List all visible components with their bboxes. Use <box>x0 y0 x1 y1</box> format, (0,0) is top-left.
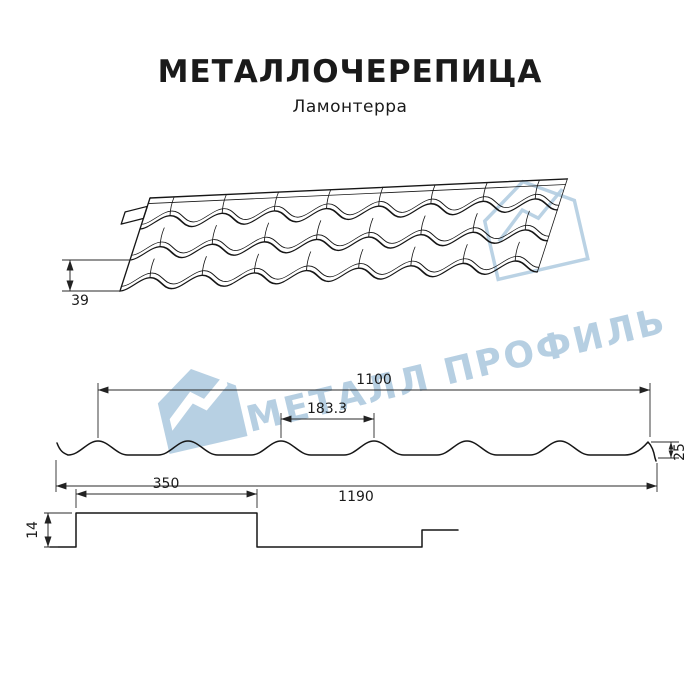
dim-350-label: 350 <box>153 476 180 492</box>
cross-section-extension-lines <box>55 383 679 492</box>
watermark-brand-text: МЕТАЛЛ ПРОФИЛЬ <box>243 300 671 440</box>
tile-course-step-3 <box>121 255 540 287</box>
tile-course-edge-1 <box>139 198 559 230</box>
page-title: МЕТАЛЛОЧЕРЕПИЦА <box>158 54 543 90</box>
brand-logo-roofline-icon <box>497 187 564 243</box>
watermark-logo-bottom <box>157 369 248 455</box>
cross-section-view: 1100 183.3 1190 25 <box>55 372 688 505</box>
tile-course-step-1 <box>141 193 560 225</box>
tile-course-edge-2 <box>129 229 549 261</box>
watermark: МЕТАЛЛ ПРОФИЛЬ <box>157 179 671 455</box>
step-profile-line <box>49 512 459 548</box>
sheet-right-edge <box>536 178 568 273</box>
sheet-top-edge <box>149 178 569 199</box>
dim-39-extension-lines <box>62 259 132 292</box>
dim-14-label: 14 <box>25 521 41 539</box>
dim-183-label: 183.3 <box>307 401 347 417</box>
roof-sheet-drawing <box>119 178 569 292</box>
tile-course-edge-3 <box>119 260 539 292</box>
dimension-39: 39 <box>62 259 132 309</box>
wave-ridge-lines-3 <box>149 241 520 279</box>
perspective-view: 39 <box>62 178 569 309</box>
profile-cross-section <box>56 440 657 462</box>
wave-ridge-lines-1 <box>169 179 540 217</box>
dim-1100-label: 1100 <box>356 372 392 388</box>
step-profile-extension-lines <box>44 489 258 548</box>
step-profile-view: 350 14 <box>25 476 459 548</box>
sheet-top-edge-inner <box>147 184 567 204</box>
dim-39-label: 39 <box>71 293 89 309</box>
tile-course-step-2 <box>131 224 550 256</box>
dim-25-label: 25 <box>672 443 688 461</box>
dim-1190-label: 1190 <box>338 489 374 505</box>
starter-strip-tab <box>120 205 149 225</box>
page-subtitle: Ламонтерра <box>293 97 408 117</box>
wave-ridge-lines-2 <box>159 210 530 248</box>
